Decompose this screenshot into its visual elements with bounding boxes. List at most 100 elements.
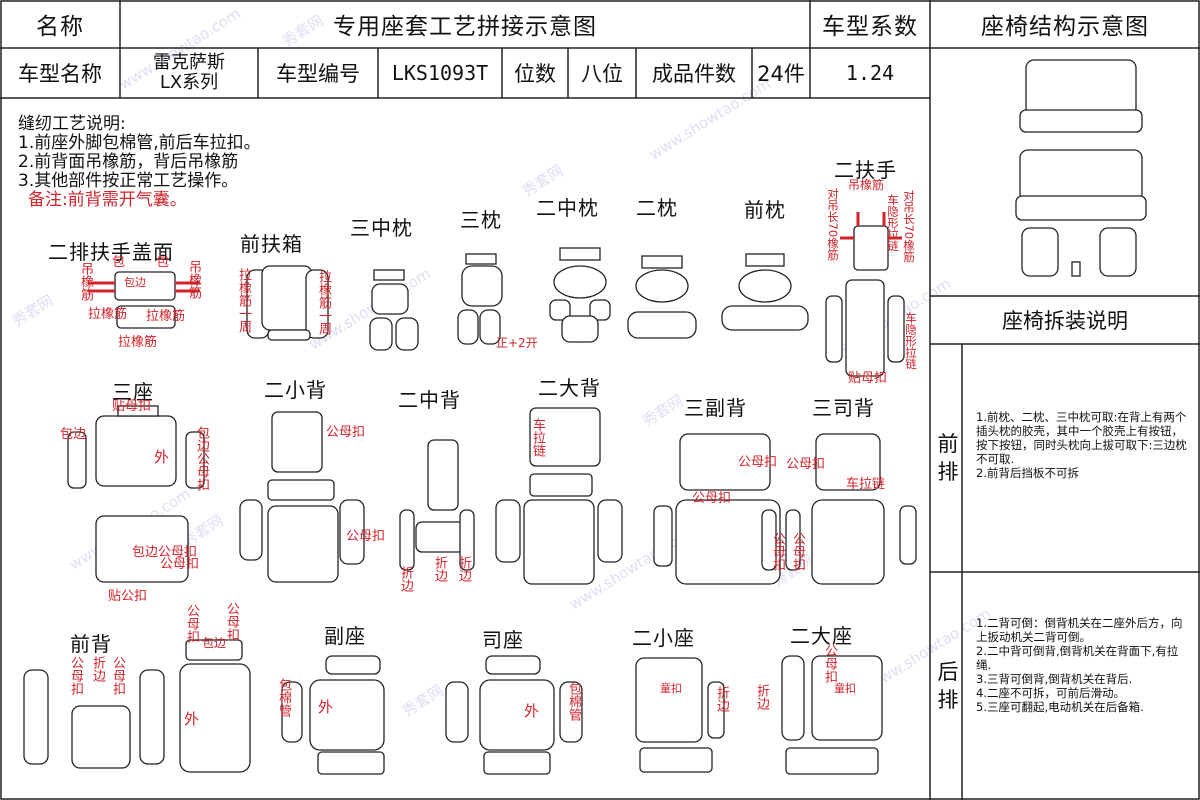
label-second-big-seat: 二大座 <box>790 624 853 648</box>
pieces-label: 成品件数 <box>652 62 736 86</box>
rear-row-label: 后排 <box>937 660 959 712</box>
note-hang-elastic-top: 吊橡筋 <box>848 178 885 192</box>
note-stick-male: 贴母扣 <box>112 399 152 414</box>
second-pillow-pieces <box>627 255 697 339</box>
note-fold-edge: 折边 <box>432 556 447 582</box>
armrest-cover-pieces <box>88 271 200 329</box>
note-fold-edge: 折边 <box>754 684 769 710</box>
third-passenger-back-pieces <box>653 433 801 585</box>
label-second-small-seat: 二小座 <box>632 626 695 650</box>
seats-label: 位数 <box>514 62 556 86</box>
note-male-female-snap: 公母扣 <box>68 656 83 695</box>
model-code: LKS1093T <box>391 61 489 85</box>
label-third-mid-pillow: 三中枕 <box>350 216 413 240</box>
seat-structure-thumbs <box>1015 59 1147 277</box>
note-wrap: 包 <box>112 255 126 270</box>
label-second-mid-pillow: 二中枕 <box>536 196 599 220</box>
label-second-small-back: 二小背 <box>264 378 327 402</box>
note-wrap: 包 <box>156 255 170 270</box>
note-male-female-snap: 公母扣 <box>770 532 785 571</box>
second-mid-pillow-pieces <box>549 247 611 343</box>
note-car-hidden-zip: 车隐形拉链 <box>904 312 918 370</box>
model-code-label: 车型编号 <box>276 62 360 86</box>
front-back-pieces <box>23 669 165 769</box>
note-wrap-edge-snap: 包边公母扣 <box>194 426 209 491</box>
label-front-back: 前背 <box>70 632 112 656</box>
note-open-2: 正+2开 <box>496 336 538 350</box>
note-pull-elastic: 拉橡筋 <box>88 307 128 322</box>
note-child-snap: 童扣 <box>834 682 856 695</box>
model-name-line2: LX系列 <box>159 72 219 93</box>
label-front-pillow: 前枕 <box>744 198 786 222</box>
note-male-female-snap: 公母扣 <box>786 457 826 472</box>
second-small-back-pieces <box>239 411 365 583</box>
note-child-snap: 童扣 <box>660 682 682 695</box>
front-row-label: 前排 <box>937 432 959 484</box>
note-outer: 外 <box>524 702 540 720</box>
note-male-female-snap: 公母扣 <box>160 557 200 572</box>
note-fold-edge: 折边 <box>714 686 729 712</box>
sewing-notes: 缝纫工艺说明: 1.前座外脚包棉管,前后车拉扣。 2.前背面吊橡筋，背后吊橡筋 … <box>18 115 261 210</box>
label-third-pillow: 三枕 <box>460 208 502 232</box>
third-pillow-pieces <box>457 253 503 345</box>
notes-title: 缝纫工艺说明: <box>18 114 126 134</box>
seats-value: 八位 <box>581 62 623 86</box>
note-pull-elastic: 拉橡筋 <box>146 309 186 324</box>
page-title: 专用座套工艺拼接示意图 <box>333 14 597 40</box>
label-front-box: 前扶箱 <box>240 232 303 256</box>
note-wrap-edge-snap: 包边公母扣 <box>132 545 198 560</box>
label-second-big-back: 二大背 <box>538 376 601 400</box>
second-mid-back-pieces <box>399 439 475 571</box>
coef-label: 车型系数 <box>822 14 918 40</box>
second-big-seat-pieces <box>781 655 883 775</box>
structure-label: 座椅结构示意图 <box>981 14 1149 40</box>
note-hang-70: 对吊长70橡筋 <box>902 190 916 263</box>
note-wrap-edge: 包边 <box>124 276 146 289</box>
note-pull-elastic: 拉橡筋 <box>118 335 158 350</box>
disassembly-header: 座椅拆装说明 <box>1002 309 1128 333</box>
front-row-instructions: 1.前枕、二枕、三中枕可取:在背上有两个插头枕的胶壳，其中一个胶壳上有按钮，按下… <box>976 410 1187 480</box>
pieces-value: 24件 <box>757 62 805 86</box>
note-wrap-cotton-tube: 包棉管 <box>276 678 291 717</box>
model-name: 雷克萨斯 LX系列 <box>120 48 258 98</box>
note-hang-elastic: 吊橡筋 <box>186 260 201 299</box>
note-fold-edge: 折边 <box>398 566 413 592</box>
note-stick-snap: 贴公扣 <box>108 589 148 604</box>
note-outer: 外 <box>318 698 334 716</box>
note-hang-elastic: 吊橡筋 <box>78 262 93 301</box>
notes-item: 1.前座外脚包棉管,前后车拉扣。 <box>18 133 261 153</box>
second-armrest-pieces <box>825 212 905 377</box>
note-hang-70: 对吊长70橡筋 <box>826 188 840 261</box>
note-male-female-snap: 公母扣 <box>790 532 805 571</box>
label-third-driver-back: 三司背 <box>812 396 875 420</box>
note-outer: 外 <box>154 448 170 466</box>
label-driver-seat: 司座 <box>482 628 524 652</box>
model-name-label: 车型名称 <box>18 62 102 86</box>
note-car-zip: 车拉链 <box>846 477 886 492</box>
note-car-zip: 车拉链 <box>530 418 545 457</box>
note-male-female-snap: 公母扣 <box>822 644 837 683</box>
note-fold-edge: 折边 <box>456 556 471 582</box>
label-second-mid-back: 二中背 <box>398 388 461 412</box>
note-male-female-snap: 公母扣 <box>692 491 732 506</box>
note-male-female-snap: 公母扣 <box>738 455 778 470</box>
coef-value: 1.24 <box>845 61 895 85</box>
front-pillow-pieces <box>721 253 809 331</box>
front-box-pieces <box>246 265 329 341</box>
label-passenger-seat: 副座 <box>324 624 366 648</box>
second-big-back-pieces <box>495 407 623 585</box>
note-fold-edge: 折边 <box>90 656 105 682</box>
label-second-pillow: 二枕 <box>636 196 678 220</box>
label-second-armrest: 二扶手 <box>834 158 897 182</box>
note-pull-elastic-around: 拉橡筋一周 <box>236 268 251 333</box>
third-mid-pillow-pieces <box>369 269 419 351</box>
note-male-female-snap: 公母扣 <box>110 656 125 695</box>
label-armrest-cover: 二排扶手盖面 <box>48 240 174 264</box>
notes-remark: 备注:前背需开气囊。 <box>28 190 187 210</box>
note-wrap-edge: 包边 <box>60 427 87 442</box>
note-male-female-snap: 公母扣 <box>326 425 366 440</box>
note-outer: 外 <box>184 710 200 728</box>
